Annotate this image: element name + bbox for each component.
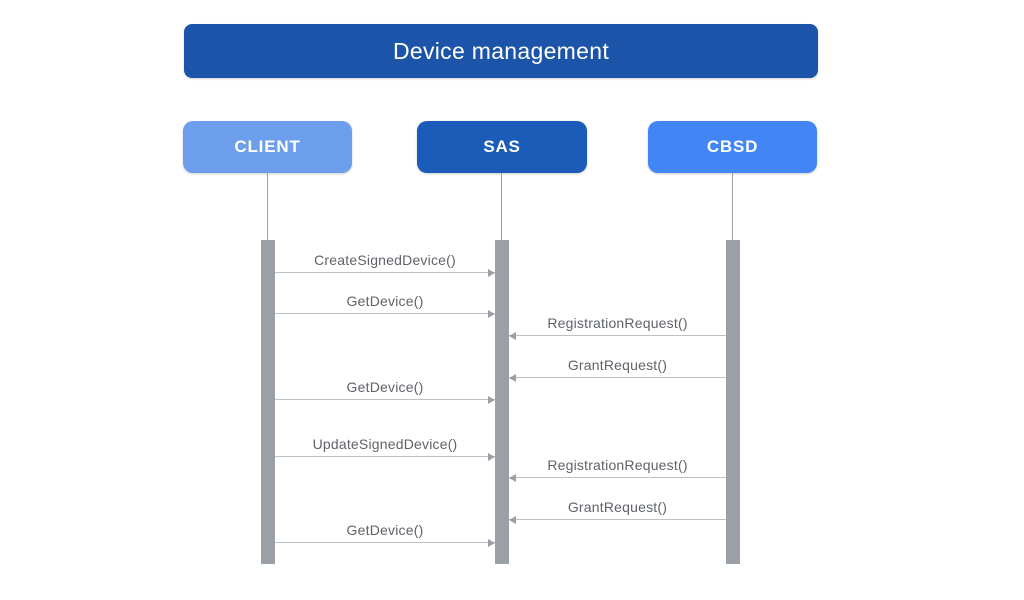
message-4: GrantRequest() — [509, 352, 726, 382]
message-9: GetDevice() — [275, 517, 495, 547]
message-line — [509, 335, 726, 336]
message-label: CreateSignedDevice() — [314, 252, 456, 268]
activation-bar-client — [261, 240, 275, 564]
actor-sas: SAS — [417, 121, 587, 173]
message-label: RegistrationRequest() — [547, 315, 688, 331]
arrowhead-icon — [488, 538, 495, 547]
message-1: CreateSignedDevice() — [275, 247, 495, 277]
actor-client-label: CLIENT — [234, 137, 301, 156]
actor-cbsd: CBSD — [648, 121, 817, 173]
message-label: UpdateSignedDevice() — [312, 436, 458, 452]
arrowhead-icon — [509, 331, 516, 340]
message-6: UpdateSignedDevice() — [275, 431, 495, 461]
message-line — [509, 519, 726, 520]
message-7: RegistrationRequest() — [509, 452, 726, 482]
lifeline-cbsd — [732, 173, 733, 240]
message-label: GrantRequest() — [567, 499, 668, 515]
arrowhead-icon — [488, 268, 495, 277]
message-line — [275, 399, 495, 400]
arrowhead-icon — [488, 309, 495, 318]
arrowhead-icon — [509, 373, 516, 382]
message-line — [509, 477, 726, 478]
message-label: GetDevice() — [346, 379, 424, 395]
message-5: GetDevice() — [275, 374, 495, 404]
activation-bar-cbsd — [726, 240, 740, 564]
actor-cbsd-label: CBSD — [706, 137, 759, 156]
diagram-title: Device management — [392, 37, 610, 64]
arrowhead-icon — [488, 452, 495, 461]
activation-bar-sas — [495, 240, 509, 564]
actor-sas-label: SAS — [483, 137, 521, 156]
message-label: GetDevice() — [346, 293, 424, 309]
message-label: GetDevice() — [346, 522, 424, 538]
message-line — [275, 313, 495, 314]
message-label: RegistrationRequest() — [547, 457, 688, 473]
lifeline-sas — [501, 173, 502, 240]
arrowhead-icon — [509, 473, 516, 482]
message-3: RegistrationRequest() — [509, 310, 726, 340]
lifeline-client — [267, 173, 268, 240]
message-8: GrantRequest() — [509, 494, 726, 524]
message-label: GrantRequest() — [567, 357, 668, 373]
message-line — [509, 377, 726, 378]
message-line — [275, 272, 495, 273]
message-2: GetDevice() — [275, 288, 495, 318]
arrowhead-icon — [488, 395, 495, 404]
actor-client: CLIENT — [183, 121, 352, 173]
message-line — [275, 456, 495, 457]
diagram-title-banner: Device management — [184, 24, 818, 78]
message-line — [275, 542, 495, 543]
arrowhead-icon — [509, 515, 516, 524]
